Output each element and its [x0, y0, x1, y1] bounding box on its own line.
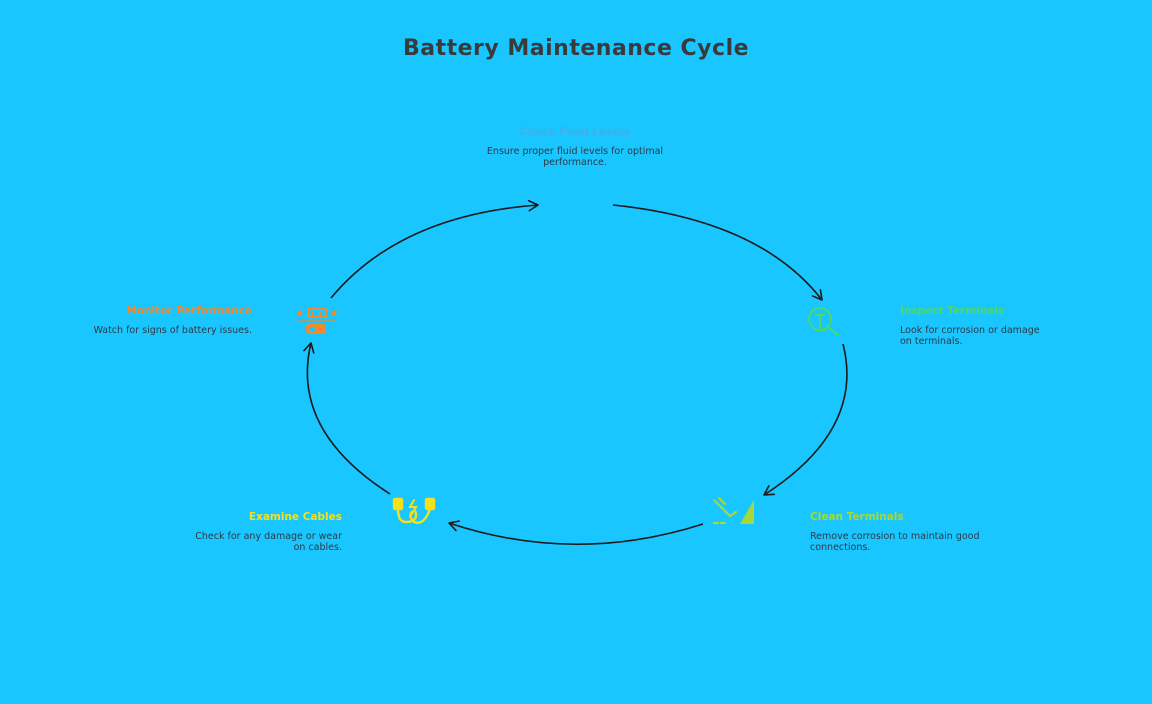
step-description: Remove corrosion to maintain good connec…: [810, 531, 980, 553]
arrow-clean-to-cables: [448, 520, 704, 546]
step-description: Ensure proper fluid levels for optimal p…: [486, 146, 664, 168]
arrow-monitor-to-fluid: [330, 199, 539, 299]
step-description: Look for corrosion or damage on terminal…: [900, 325, 1040, 347]
cleaning-brush-icon: [712, 496, 754, 525]
step-inspect-terminals: Inspect Terminals Look for corrosion or …: [900, 305, 1080, 347]
magnifier-icon: [808, 307, 839, 336]
step-clean-terminals: Clean Terminals Remove corrosion to main…: [810, 511, 1010, 553]
step-label: Inspect Terminals: [900, 305, 1005, 317]
step-label: Check Fluid Levels: [520, 126, 630, 138]
arrow-cables-to-monitor: [303, 342, 391, 495]
step-description: Check for any damage or wear on cables.: [195, 531, 342, 553]
arrow-inspect-to-clean: [763, 343, 848, 496]
cable-plug-icon: [392, 497, 436, 524]
step-label: Examine Cables: [248, 511, 342, 523]
battery-monitor-icon: [297, 308, 337, 334]
step-examine-cables: Examine Cables Check for any damage or w…: [170, 511, 342, 553]
page-title: Battery Maintenance Cycle: [402, 36, 750, 61]
step-label: Monitor Performance: [126, 305, 252, 317]
arrow-fluid-to-inspect: [612, 204, 823, 301]
step-check-fluid-levels: Check Fluid Levels Ensure proper fluid l…: [470, 126, 680, 168]
step-label: Clean Terminals: [810, 511, 904, 523]
step-description: Watch for signs of battery issues.: [93, 325, 252, 336]
step-monitor-performance: Monitor Performance Watch for signs of b…: [72, 305, 252, 336]
